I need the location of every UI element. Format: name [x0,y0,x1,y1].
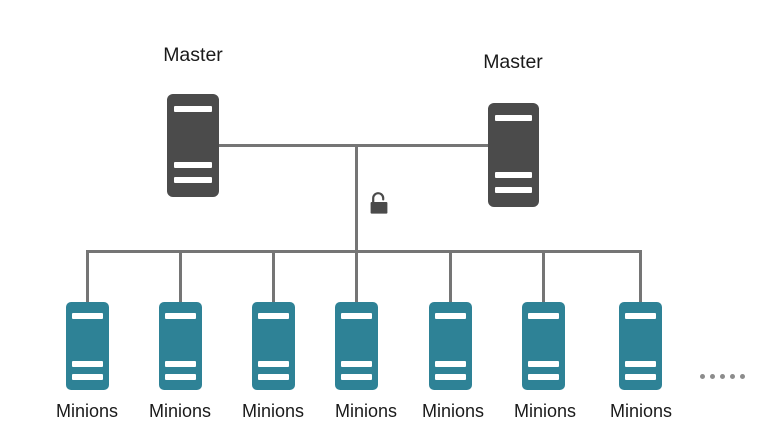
ellipsis-dot [740,374,745,379]
minion-label-1: Minions [55,401,119,421]
server-indicator-bar [434,361,467,367]
server-indicator-bar [164,313,197,319]
minion-drop-line [355,251,358,303]
server-indicator-bar [173,106,213,112]
server-indicator-bar [434,374,467,380]
server-indicator-bar [624,361,657,367]
master-server-2 [488,103,539,207]
server-indicator-bar [624,374,657,380]
minion-drop-line [272,251,275,303]
unlocked-padlock-icon [369,191,389,218]
minion-server-7 [619,302,662,390]
minion-drop-line [542,251,545,303]
master-label-1: Master [163,44,223,66]
server-indicator-bar [164,374,197,380]
server-indicator-bar [257,313,290,319]
minion-label-4: Minions [334,401,398,421]
more-minions-ellipsis [700,374,745,379]
server-indicator-bar [71,374,104,380]
master-trunk-line [355,145,358,253]
minion-server-4 [335,302,378,390]
minion-drop-line [639,251,642,303]
minion-label-2: Minions [148,401,212,421]
minion-drop-line [449,251,452,303]
server-indicator-bar [340,313,373,319]
server-indicator-bar [527,374,560,380]
server-indicator-bar [71,361,104,367]
server-indicator-bar [173,162,213,168]
ellipsis-dot [720,374,725,379]
minion-server-6 [522,302,565,390]
minion-bus-line [86,250,642,253]
server-indicator-bar [527,361,560,367]
minion-server-1 [66,302,109,390]
server-indicator-bar [624,313,657,319]
server-indicator-bar [257,361,290,367]
master-to-master-link [218,144,490,147]
ellipsis-dot [730,374,735,379]
server-indicator-bar [434,313,467,319]
minion-label-5: Minions [421,401,485,421]
server-indicator-bar [71,313,104,319]
server-indicator-bar [494,115,533,121]
master-label-2: Master [483,51,543,73]
server-indicator-bar [257,374,290,380]
server-indicator-bar [340,361,373,367]
minion-server-2 [159,302,202,390]
ellipsis-dot [710,374,715,379]
server-indicator-bar [494,187,533,193]
minion-drop-line [86,251,89,303]
master-server-1 [167,94,219,197]
minion-drop-line [179,251,182,303]
minion-label-7: Minions [609,401,673,421]
server-indicator-bar [173,177,213,183]
minion-server-3 [252,302,295,390]
server-indicator-bar [164,361,197,367]
minion-label-3: Minions [241,401,305,421]
server-indicator-bar [527,313,560,319]
server-indicator-bar [340,374,373,380]
server-indicator-bar [494,172,533,178]
minion-server-5 [429,302,472,390]
minion-label-6: Minions [513,401,577,421]
ellipsis-dot [700,374,705,379]
